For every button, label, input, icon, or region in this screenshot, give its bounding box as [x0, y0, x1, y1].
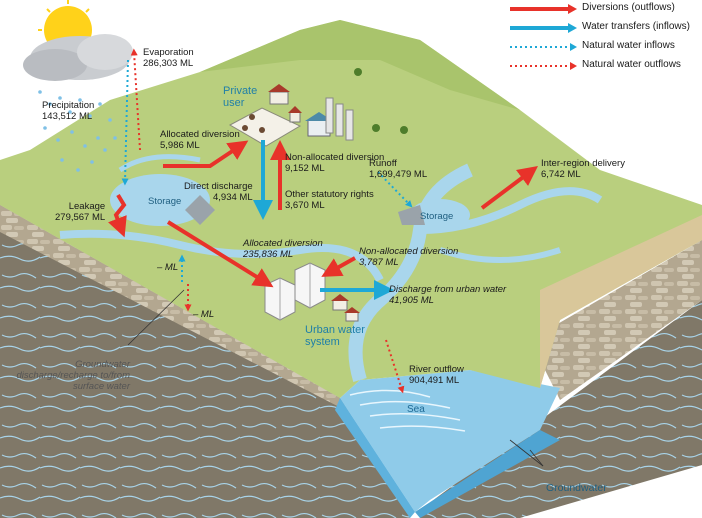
urban-water-buildings [264, 262, 360, 322]
storage-left-label: Storage [148, 196, 182, 207]
trees [354, 68, 408, 134]
ground-left-face [0, 205, 410, 518]
groundwater-ml-top-label: – ML [157, 262, 179, 273]
groundwater-exchange-label: Groundwater discharge/recharge to/from s… [16, 359, 130, 392]
legend-label: Natural water outflows [582, 59, 681, 70]
legend-label: Diversions (outflows) [582, 2, 675, 13]
groundwater-ml-bottom-label: – ML [193, 309, 215, 320]
leader-lines [127, 289, 544, 467]
sea-label: Sea [407, 404, 425, 415]
private-user-farm [228, 84, 354, 147]
storage-right-reservoir [398, 199, 470, 231]
sea-block [335, 370, 560, 518]
legend-label: Natural water inflows [582, 40, 675, 51]
cloud-sun-icon [23, 0, 133, 81]
flow-arrows [108, 48, 538, 394]
storage-right-label: Storage [420, 211, 454, 222]
rain-drops [38, 90, 117, 172]
storage-left-reservoir [110, 174, 215, 226]
legend-label: Water transfers (inflows) [582, 21, 690, 32]
groundwater-label: Groundwater [546, 482, 607, 494]
